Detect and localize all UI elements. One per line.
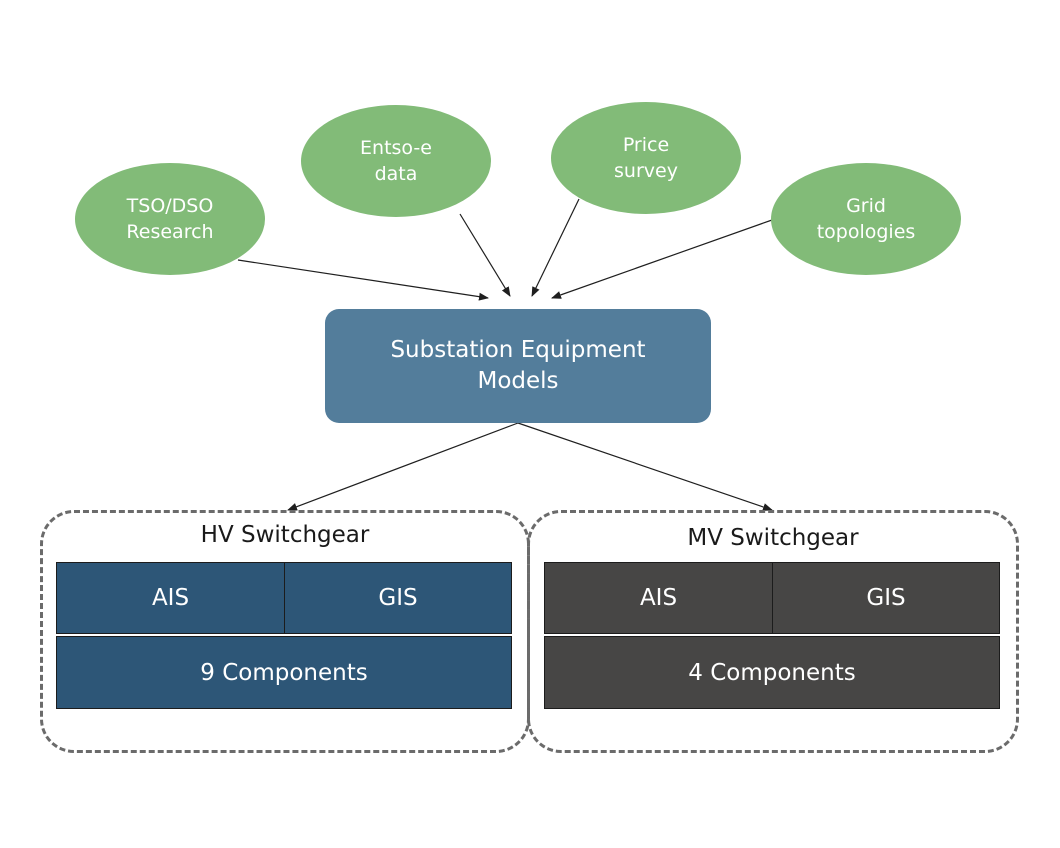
source-label-line2: survey: [614, 160, 678, 182]
arrow-entsoe-to-model: [459, 213, 511, 297]
source-label-line1: Entso-e: [360, 137, 432, 159]
arrow-model-to-hv: [287, 422, 519, 511]
source-tso-dso-research: TSO/DSO Research: [75, 163, 265, 275]
hv-switchgear-title: HV Switchgear: [200, 522, 370, 548]
hv-components-cell: 9 Components: [56, 636, 512, 709]
mv-switchgear-title: MV Switchgear: [687, 525, 859, 551]
mv-gis-cell: GIS: [772, 562, 1000, 634]
source-grid-topologies: Grid topologies: [771, 163, 961, 275]
source-label-line2: data: [374, 163, 418, 185]
model-label-line2: Models: [477, 368, 559, 394]
source-label-line1: TSO/DSO: [126, 195, 214, 217]
source-price-survey: Price survey: [551, 102, 741, 214]
mv-ais-cell: AIS: [544, 562, 773, 634]
mv-components-cell: 4 Components: [544, 636, 1000, 709]
hv-ais-cell: AIS: [56, 562, 285, 634]
source-label-line2: topologies: [816, 221, 916, 243]
hv-gis-cell: GIS: [284, 562, 512, 634]
arrow-grid-to-model: [551, 219, 773, 299]
source-label-line1: Grid: [846, 195, 886, 217]
mv-switchgear-group: [527, 510, 1019, 753]
arrow-price-to-model: [531, 198, 580, 297]
arrow-model-to-mv: [517, 422, 773, 511]
arrow-tso-to-model: [237, 259, 489, 301]
substation-equipment-models-box: Substation Equipment Models: [325, 309, 711, 423]
source-entsoe-data: Entso-e data: [301, 105, 491, 217]
model-label-line1: Substation Equipment: [390, 337, 646, 363]
source-label-line1: Price: [622, 134, 670, 156]
source-label-line2: Research: [126, 221, 214, 243]
